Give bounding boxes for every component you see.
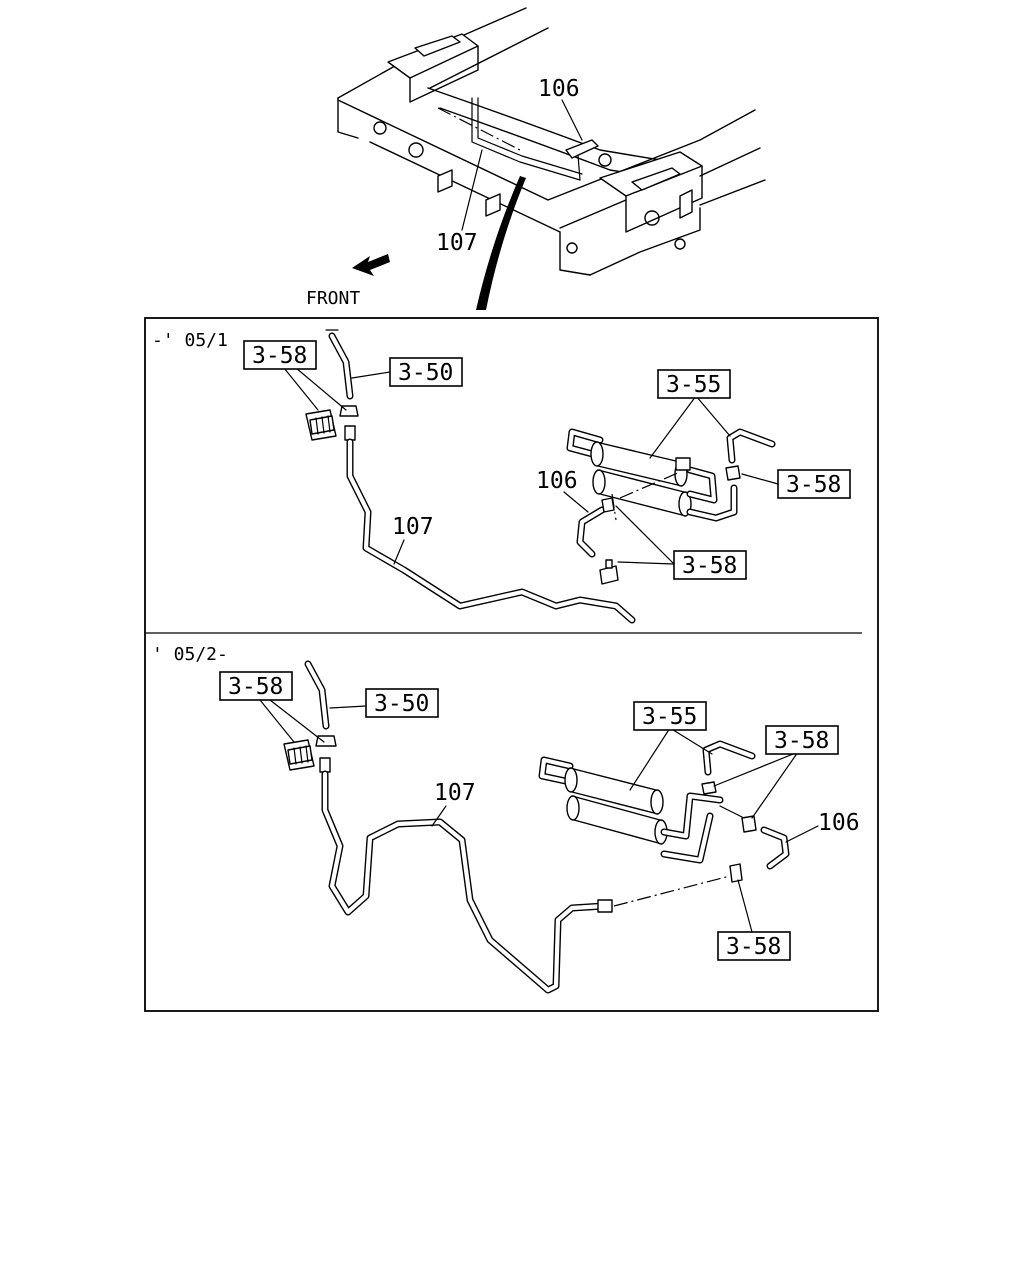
callout-clip: 3-58 (252, 343, 307, 369)
callout-hose-top: 3-50 (398, 360, 453, 386)
callout-clamp-bottom: 3-58 (726, 934, 781, 960)
clip-icon (305, 409, 337, 441)
detail-pointer (476, 176, 526, 310)
clip-icon (283, 739, 315, 771)
detail-frame (144, 317, 879, 1012)
top-callout-106: 106 (538, 76, 580, 102)
callout-pipe: 107 (392, 514, 434, 540)
front-arrow-icon (352, 254, 390, 276)
callout-clip: 3-58 (228, 674, 283, 700)
top-callout-107: 107 (436, 230, 478, 256)
reservoir-tank-assembly (538, 756, 745, 864)
callout-pipe: 107 (434, 780, 476, 806)
callout-hose: 106 (818, 810, 860, 836)
panel-late: ' 05/2- (152, 644, 860, 994)
callout-tank-group: 3-55 (666, 372, 721, 398)
panel-period-label: ' 05/2- (152, 644, 228, 665)
callout-tank-group: 3-55 (642, 704, 697, 730)
callout-clamp-right: 3-58 (774, 728, 829, 754)
reservoir-tank-assembly (566, 428, 738, 522)
callout-hose-top: 3-50 (374, 691, 429, 717)
callout-clamp-bottom: 3-58 (682, 553, 737, 579)
panel-early: -' 05/1 (152, 329, 851, 624)
chassis-frame-illustration (337, 7, 766, 276)
front-label: FRONT (306, 288, 360, 309)
callout-hose: 106 (536, 468, 578, 494)
callout-clamp-right: 3-58 (786, 472, 841, 498)
panel-period-label: -' 05/1 (152, 330, 228, 351)
